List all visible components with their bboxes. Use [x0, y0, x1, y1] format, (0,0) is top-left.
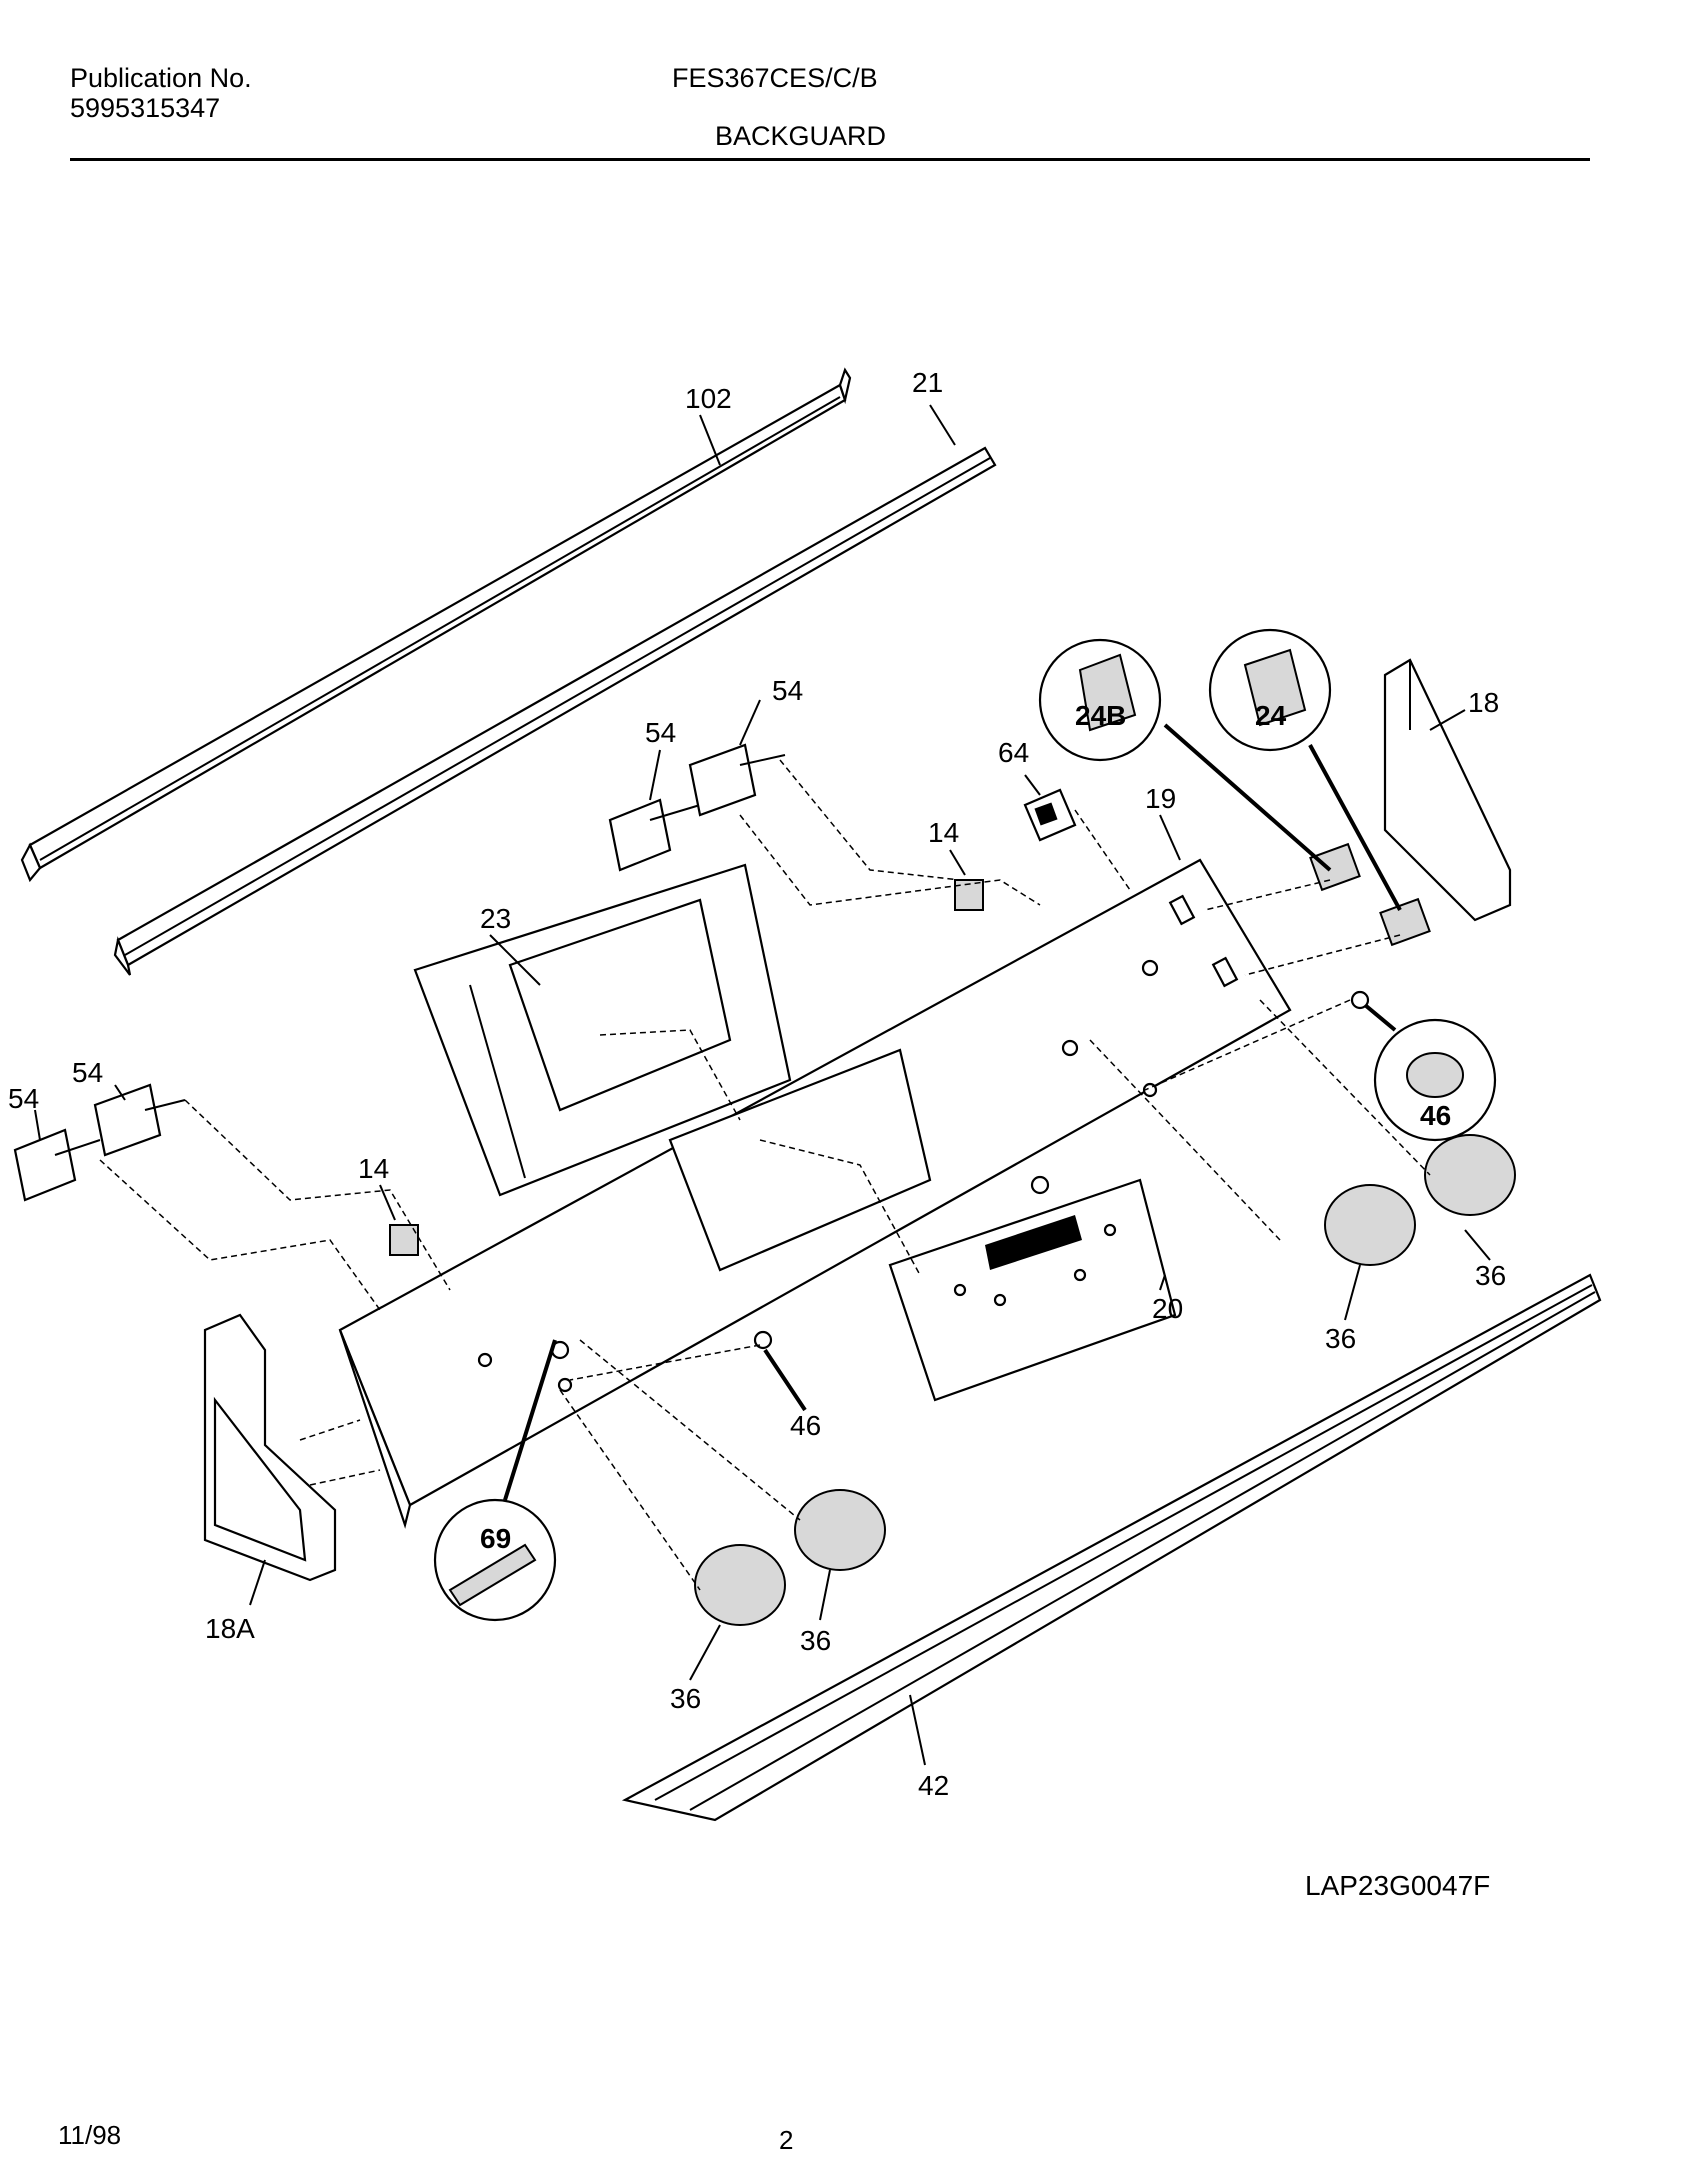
callout-46-a: 46	[1420, 1100, 1451, 1131]
part-54-switch-b	[688, 743, 786, 817]
callout-42: 42	[918, 1770, 949, 1801]
callout-46-b: 46	[790, 1410, 821, 1441]
callout-18: 18	[1468, 687, 1499, 718]
part-102-trim	[20, 367, 852, 883]
detail-leader-69	[503, 1339, 557, 1501]
callout-14-a: 14	[928, 817, 959, 848]
detail-leader-24	[1308, 744, 1402, 911]
part-54-switch-a	[608, 798, 701, 872]
model-number: FES367CES/C/B	[672, 63, 878, 93]
detail-46-lamp	[1406, 1052, 1464, 1098]
publication-label: Publication No.	[70, 63, 252, 93]
callout-54-d: 54	[72, 1057, 103, 1088]
part-19-backguard-panel	[338, 858, 1292, 1529]
part-18-end-cap	[1383, 658, 1512, 922]
callout-18a: 18A	[205, 1613, 255, 1644]
callout-14-b: 14	[358, 1153, 389, 1184]
part-18a-end-cap	[203, 1313, 337, 1582]
callout-54-b: 54	[772, 675, 803, 706]
part-21-trim	[113, 446, 997, 976]
part-46-lamp-a	[1350, 990, 1370, 1010]
publication-date: 11/98	[58, 2120, 122, 2150]
part-54-switch-d	[93, 1083, 186, 1157]
part-42-bottom-trim	[621, 1273, 1602, 1822]
part-46-lamp-b	[753, 1330, 773, 1350]
detail-24-switch	[1243, 648, 1307, 727]
callout-64: 64	[998, 737, 1029, 768]
publication-number: 5995315347	[70, 93, 221, 123]
part-54-switch-c	[13, 1128, 101, 1202]
callout-23: 23	[480, 903, 511, 934]
header-rule	[70, 158, 1590, 161]
part-20-control-board	[888, 1175, 1177, 1402]
callout-20: 20	[1152, 1293, 1183, 1324]
callout-54-a: 54	[645, 717, 676, 748]
callout-36-d: 36	[670, 1683, 701, 1714]
section-title: BACKGUARD	[715, 121, 887, 151]
part-36-knob-d	[694, 1544, 786, 1626]
callout-36-c: 36	[800, 1625, 831, 1656]
callout-19: 19	[1145, 783, 1176, 814]
detail-69-screw	[448, 1543, 537, 1607]
dashed-connectors	[99, 759, 1431, 1591]
detail-leader-46a	[1363, 1003, 1397, 1032]
callout-102: 102	[685, 383, 732, 414]
callout-36-a: 36	[1475, 1260, 1506, 1291]
part-36-knob-b	[1324, 1184, 1416, 1266]
leader-46b	[763, 1348, 807, 1412]
callout-24: 24	[1255, 700, 1287, 731]
drawing-code: LAP23G0047F	[1305, 1870, 1491, 1901]
callout-leaders	[34, 404, 1491, 1766]
part-36-knob-a	[1424, 1134, 1516, 1216]
callout-21: 21	[912, 367, 943, 398]
detail-24b-switch	[1078, 653, 1137, 732]
part-36-knob-c	[794, 1489, 886, 1571]
part-23-bracket	[413, 863, 792, 1197]
callout-24b: 24B	[1075, 700, 1126, 731]
callout-69: 69	[480, 1523, 511, 1554]
part-24b-switch	[1309, 842, 1361, 892]
page-number: 2	[779, 2125, 794, 2155]
callout-36-b: 36	[1325, 1323, 1356, 1354]
part-64-lamp	[1023, 788, 1077, 842]
detail-leader-24b	[1163, 723, 1332, 872]
callout-54-c: 54	[8, 1083, 39, 1114]
detail-circle-69	[433, 1498, 557, 1622]
